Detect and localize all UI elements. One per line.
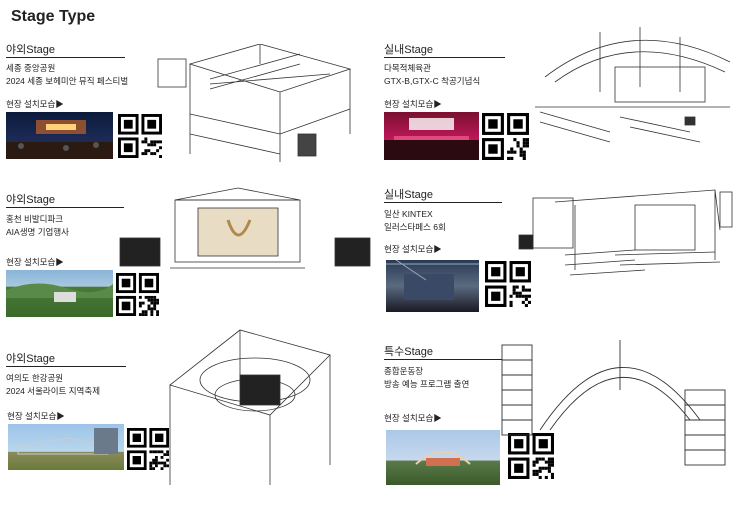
category-label: 특수Stage [384,346,433,358]
venue-text: 세종 중앙공원 [6,63,56,73]
site-photo[interactable] [386,260,479,312]
site-photo-label: 현장 설치모습▶ [6,257,64,267]
qr-code[interactable] [127,428,169,470]
site-photo[interactable] [384,112,479,160]
qr-code[interactable] [485,261,531,307]
venue-text: 종합운동장 [384,366,424,376]
event-text: GTX-B,GTX-C 착공기념식 [384,76,481,86]
stage-illustration [530,22,735,147]
venue-text: 다목적체육관 [384,63,431,73]
stage-illustration [150,44,365,164]
site-photo-label: 현장 설치모습▶ [384,244,442,254]
site-photo-label: 현장 설치모습▶ [6,99,64,109]
page-title: Stage Type [11,8,96,25]
site-photo-label: 현장 설치모습▶ [384,99,442,109]
qr-code[interactable] [118,114,162,158]
divider [6,207,124,208]
site-photo-label: 현장 설치모습▶ [384,413,442,423]
category-label: 야외Stage [6,194,55,206]
divider [384,57,505,58]
category-label: 야외Stage [6,353,55,365]
divider [6,57,125,58]
event-text: 일러스타페스 6회 [384,222,446,232]
qr-code[interactable] [508,433,554,479]
stage-illustration [110,180,375,285]
category-label: 야외Stage [6,44,55,56]
event-text: 2024 서울라이트 지역축제 [6,386,101,396]
site-photo[interactable] [6,112,113,159]
event-text: 방송 예능 프로그램 출연 [384,379,470,389]
site-photo[interactable] [8,424,124,470]
venue-text: 여의도 한강공원 [6,373,64,383]
category-label: 실내Stage [384,44,433,56]
qr-code[interactable] [482,113,529,160]
event-text: 2024 세종 보헤미안 뮤직 페스티벌 [6,76,129,86]
divider [384,202,502,203]
qr-code[interactable] [116,273,159,316]
divider [6,366,126,367]
stage-illustration [515,180,737,290]
divider [384,359,502,360]
venue-text: 홍천 비발디파크 [6,214,64,224]
stage-illustration [160,325,375,490]
site-photo[interactable] [6,270,113,317]
stage-illustration [500,330,735,470]
site-photo[interactable] [386,430,500,485]
event-text: AIA생명 기업행사 [6,227,69,237]
venue-text: 일산 KINTEX [384,209,433,219]
site-photo-label: 현장 설치모습▶ [7,411,65,421]
category-label: 실내Stage [384,189,433,201]
